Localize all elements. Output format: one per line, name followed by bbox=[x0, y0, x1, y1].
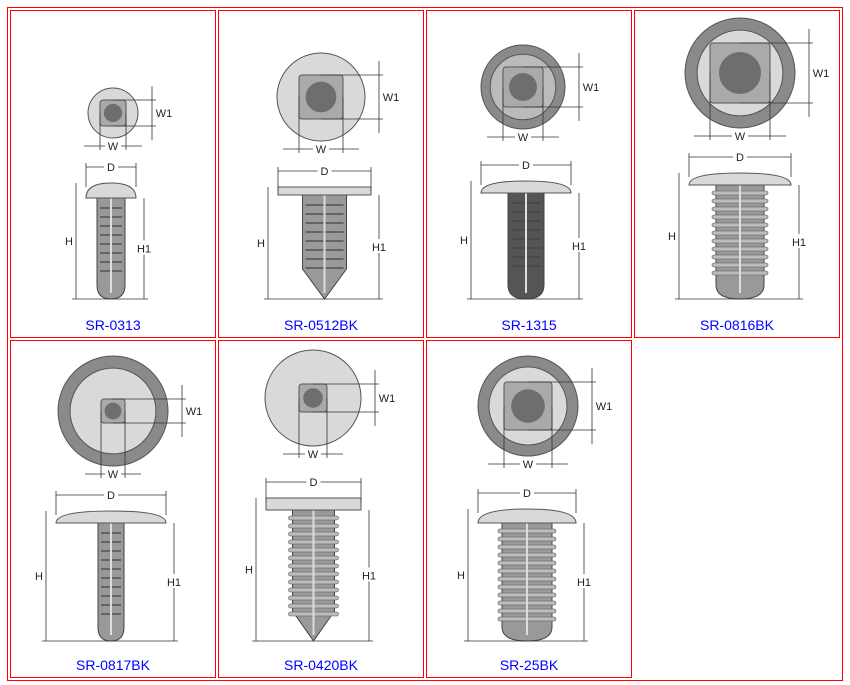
h1-label: H1 bbox=[577, 577, 591, 589]
head-side-view bbox=[85, 182, 137, 199]
h1-label: H1 bbox=[572, 241, 586, 253]
w-label: W bbox=[308, 449, 319, 461]
d-label: D bbox=[523, 488, 531, 500]
w-label-bg bbox=[105, 140, 121, 152]
h1-label-bg bbox=[570, 238, 588, 252]
w-label: W bbox=[316, 144, 327, 156]
w1-label: W1 bbox=[813, 68, 830, 80]
h1-label: H1 bbox=[792, 237, 806, 249]
w-label: W bbox=[108, 469, 119, 481]
h1-label: H1 bbox=[167, 577, 181, 589]
center-pin bbox=[719, 52, 761, 94]
center-pin bbox=[303, 388, 323, 408]
center-pin bbox=[511, 389, 545, 423]
fastener-drawing: W W1D H H1 bbox=[457, 355, 613, 642]
d-label-bg bbox=[306, 476, 321, 488]
head-side-view bbox=[477, 508, 577, 524]
fastener-drawing: W W1D H H1 bbox=[245, 349, 396, 642]
h-label: H bbox=[257, 238, 265, 250]
d-label: D bbox=[107, 490, 115, 502]
w1-label: W1 bbox=[596, 401, 613, 413]
d-label: D bbox=[321, 166, 329, 178]
h1-label-bg bbox=[135, 240, 153, 255]
product-link[interactable]: SR-0817BK bbox=[76, 657, 150, 673]
product-link[interactable]: SR-0313 bbox=[85, 317, 141, 333]
head-side-view bbox=[265, 497, 362, 511]
w1-label: W1 bbox=[383, 92, 400, 104]
center-pin bbox=[509, 73, 537, 101]
d-label: D bbox=[522, 160, 530, 172]
h-label: H bbox=[65, 236, 73, 248]
d-label: D bbox=[736, 152, 744, 164]
d-label: D bbox=[310, 477, 318, 489]
d-label-bg bbox=[520, 487, 534, 499]
h-label: H bbox=[460, 235, 468, 247]
center-pin bbox=[103, 103, 123, 123]
product-link[interactable]: SR-0816BK bbox=[700, 317, 774, 333]
product-link[interactable]: SR-0420BK bbox=[284, 657, 358, 673]
d-label: D bbox=[107, 162, 115, 174]
h1-label: H1 bbox=[362, 571, 376, 583]
h1-label-bg bbox=[575, 574, 593, 588]
h-label: H bbox=[35, 571, 43, 583]
d-label-bg bbox=[104, 489, 118, 501]
h1-label-bg bbox=[370, 239, 388, 253]
w-label-bg bbox=[515, 131, 531, 143]
h1-label-bg bbox=[165, 574, 183, 588]
w-label-bg bbox=[732, 130, 748, 142]
product-link[interactable]: SR-25BK bbox=[499, 657, 559, 673]
h1-label: H1 bbox=[137, 244, 151, 256]
head-side-view bbox=[480, 180, 572, 194]
head-side-view bbox=[277, 186, 372, 196]
h-label: H bbox=[245, 565, 253, 577]
d-label-bg bbox=[519, 159, 533, 171]
w-label: W bbox=[518, 132, 529, 144]
w-label-bg bbox=[305, 448, 321, 460]
fastener-drawing: W W1D H H1 bbox=[65, 86, 173, 300]
fastener-drawing: W W1D H H1 bbox=[668, 17, 830, 300]
product-link[interactable]: SR-1315 bbox=[501, 317, 557, 333]
head-side-view bbox=[55, 510, 167, 524]
d-label-bg bbox=[733, 151, 747, 163]
w1-label: W1 bbox=[583, 82, 600, 94]
h-label: H bbox=[668, 231, 676, 243]
w-label-bg bbox=[520, 458, 536, 470]
w-label: W bbox=[523, 459, 534, 471]
w1-label: W1 bbox=[156, 108, 173, 120]
w-label-bg bbox=[105, 468, 121, 480]
d-label-bg bbox=[104, 161, 118, 173]
fastener-drawing: W W1D H H1 bbox=[257, 52, 400, 300]
h1-label-bg bbox=[360, 567, 378, 582]
w-label: W bbox=[108, 141, 119, 153]
h1-label: H1 bbox=[372, 242, 386, 254]
w1-label: W1 bbox=[379, 393, 396, 405]
h1-label-bg bbox=[790, 234, 808, 248]
d-label-bg bbox=[317, 165, 332, 177]
w-label-bg bbox=[313, 143, 329, 155]
fastener-drawing: W W1D H H1 bbox=[460, 44, 600, 300]
w-label: W bbox=[735, 131, 746, 143]
product-link[interactable]: SR-0512BK bbox=[284, 317, 358, 333]
center-pin bbox=[305, 81, 337, 113]
w1-label: W1 bbox=[186, 406, 203, 418]
center-pin bbox=[104, 402, 122, 420]
h-label: H bbox=[457, 570, 465, 582]
head-side-view bbox=[688, 172, 792, 186]
empty-cell bbox=[634, 340, 840, 678]
fastener-drawing: W W1D H H1 bbox=[35, 355, 203, 642]
